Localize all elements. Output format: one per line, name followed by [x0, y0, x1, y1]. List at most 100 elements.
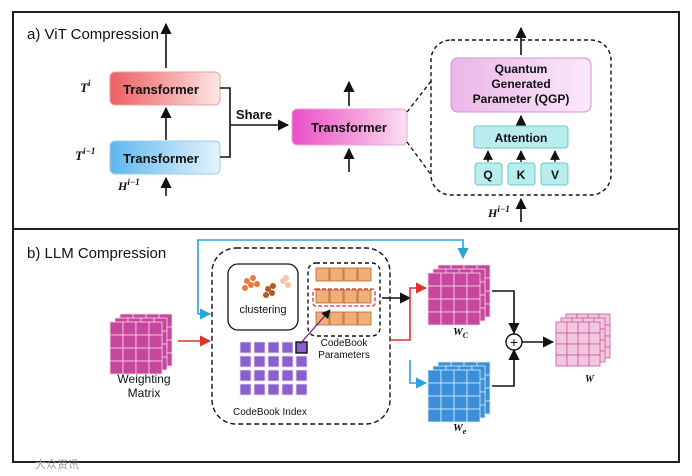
w-cell — [566, 354, 579, 367]
weighting-cell — [135, 321, 150, 336]
index-cell — [281, 383, 294, 396]
wc-to-plus — [492, 290, 520, 335]
qgp-line-1: Quantum — [495, 62, 548, 76]
index-cell — [239, 383, 252, 396]
we-cell — [453, 395, 468, 410]
w-cell — [555, 321, 568, 334]
codebook-cell — [343, 311, 358, 326]
index-cell — [253, 355, 266, 368]
k-box — [507, 162, 536, 186]
codebook-cell — [357, 311, 372, 326]
we-cell — [440, 369, 455, 384]
v-box — [540, 162, 569, 186]
wc-cell — [427, 298, 442, 313]
we-cell — [466, 395, 481, 410]
weighting-cell — [135, 334, 150, 349]
w-cell — [588, 354, 601, 367]
w-cell — [577, 343, 590, 356]
wc-cell — [427, 285, 442, 300]
codebook-cell — [343, 289, 358, 304]
codebook-cell — [357, 267, 372, 282]
w-cell — [555, 354, 568, 367]
we-cell — [453, 382, 468, 397]
index-cell — [281, 369, 294, 382]
wc-cell — [453, 285, 468, 300]
wc-cell — [453, 298, 468, 313]
wc-cell — [440, 298, 455, 313]
label-ti-minus-1: Ti−1 — [75, 146, 95, 163]
attention-label: Attention — [495, 131, 548, 145]
weighting-matrix — [109, 313, 173, 375]
we-cell — [453, 408, 468, 423]
we-cell — [466, 369, 481, 384]
w-cell — [577, 354, 590, 367]
w-cell — [588, 343, 601, 356]
wc-cell — [440, 311, 455, 326]
index-cell — [253, 369, 266, 382]
w-matrix — [555, 313, 611, 367]
index-to-codebook-arrow — [299, 309, 331, 345]
index-cell — [267, 383, 280, 396]
we-matrix — [427, 361, 491, 423]
w-cell — [566, 343, 579, 356]
index-cell — [239, 369, 252, 382]
codebook-cell — [329, 311, 344, 326]
we-cell — [440, 382, 455, 397]
q-label: Q — [483, 168, 492, 182]
codebook-index-label: CodeBook Index — [233, 407, 307, 418]
codebook-params-label-2: Parameters — [318, 350, 370, 361]
index-cell — [239, 341, 252, 354]
codebook-cell — [329, 289, 344, 304]
wc-cell — [427, 272, 442, 287]
weighting-cell — [109, 347, 124, 362]
weighting-cell — [122, 334, 137, 349]
weighting-cell — [148, 321, 163, 336]
w-cell — [555, 343, 568, 356]
clustering-label: clustering — [239, 304, 286, 316]
blue-route-top — [197, 239, 469, 314]
zoom-line-top — [406, 79, 433, 113]
panel-b-title: b) LLM Compression — [27, 245, 166, 262]
wc-cell — [440, 272, 455, 287]
we-cell — [427, 395, 442, 410]
outer-frame — [12, 11, 680, 463]
weighting-label-1: Weighting — [117, 372, 170, 386]
watermark: 大众资讯 — [35, 457, 79, 471]
codebook-cell — [357, 289, 372, 304]
w-cell — [588, 332, 601, 345]
transformer-top-label: Transformer — [123, 82, 199, 97]
share-bracket — [220, 87, 231, 158]
index-cell — [295, 355, 308, 368]
codebook-index-grid — [239, 341, 308, 396]
w-cell — [555, 332, 568, 345]
index-cell — [295, 383, 308, 396]
wc-cell — [466, 311, 481, 326]
codebook-cell — [315, 267, 330, 282]
cluster-dots — [242, 275, 291, 298]
qgp-line-2: Generated — [491, 77, 550, 91]
wc-matrix — [427, 264, 491, 326]
wc-cell — [427, 311, 442, 326]
weighting-cell — [122, 321, 137, 336]
index-cell — [267, 355, 280, 368]
w-cell — [566, 332, 579, 345]
label-hi-minus-1-right: Hi−1 — [487, 204, 510, 220]
red-route-to-wc — [390, 282, 428, 341]
wc-cell — [440, 285, 455, 300]
k-label: K — [517, 168, 526, 182]
blue-route-to-we — [409, 360, 428, 389]
w-cell — [577, 332, 590, 345]
wc-cell — [453, 272, 468, 287]
index-cell — [253, 383, 266, 396]
wc-cell — [453, 311, 468, 326]
w-cell — [588, 321, 601, 334]
qgp-box-fill — [450, 57, 592, 113]
weighting-cell — [148, 347, 163, 362]
index-cell — [295, 341, 308, 354]
wc-cell — [466, 298, 481, 313]
label-hi-minus-1: Hi−1 — [117, 177, 140, 193]
index-cell — [267, 341, 280, 354]
v-label: V — [551, 168, 559, 182]
we-to-plus — [492, 348, 520, 387]
transformer-shared-label: Transformer — [311, 120, 387, 135]
